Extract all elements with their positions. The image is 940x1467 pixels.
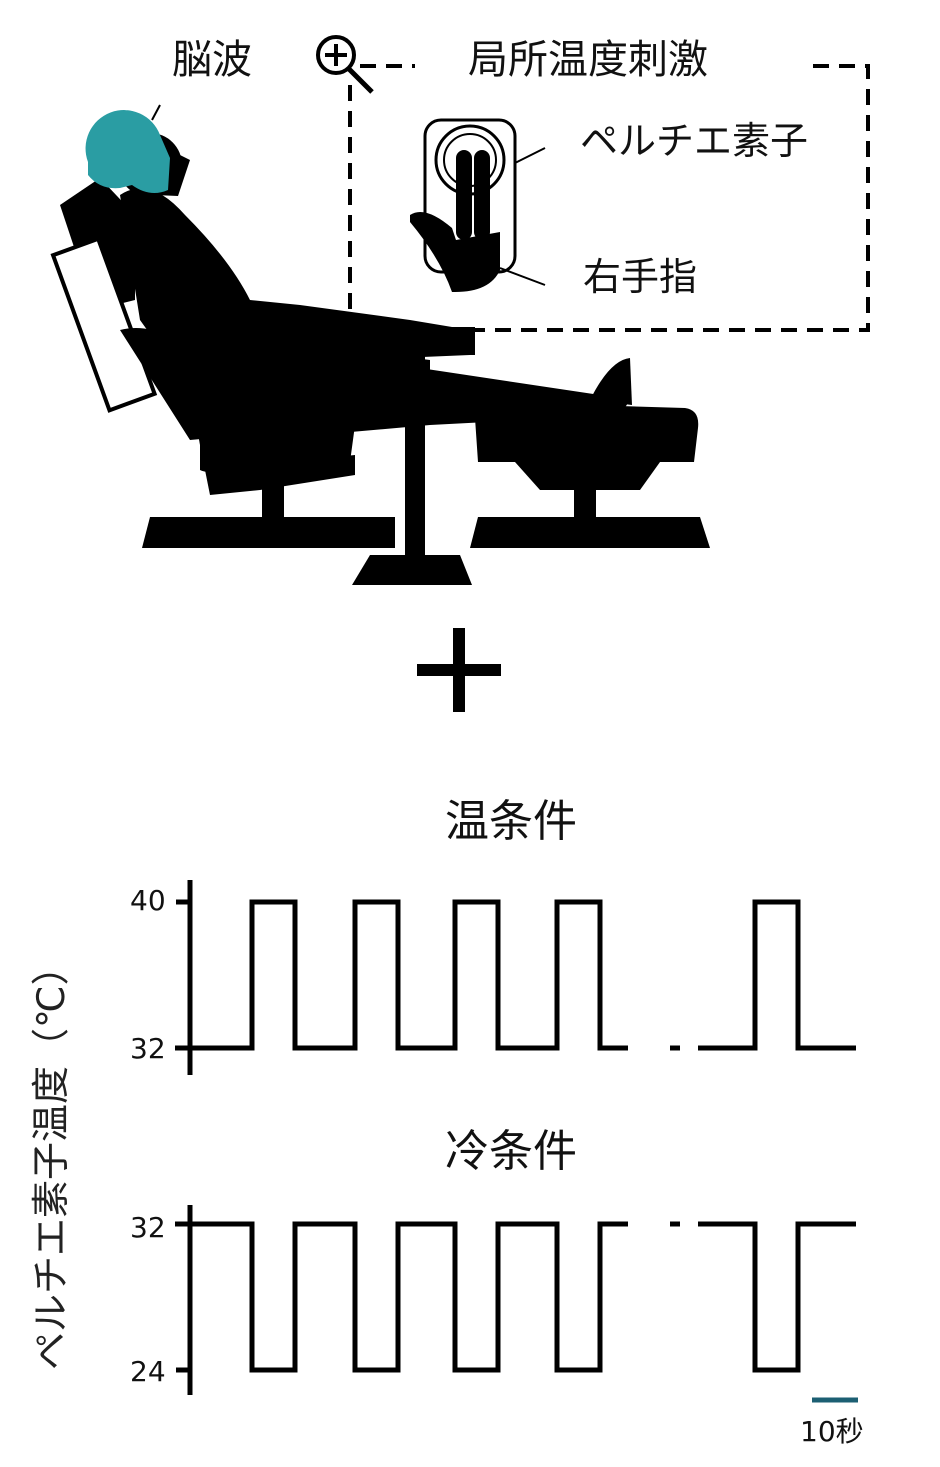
y-axis-label: ペルチエ素子温度（℃）	[29, 947, 73, 1370]
cold-condition-chart	[175, 1205, 856, 1395]
series-trace	[175, 1221, 628, 1373]
hand-silhouette	[410, 150, 546, 292]
warm-condition-chart	[175, 880, 856, 1075]
series-trace	[698, 1221, 856, 1373]
scale-bar-label: 10秒	[800, 1415, 864, 1448]
local-stim-label: 局所温度刺激	[468, 37, 708, 83]
finger-label: 右手指	[583, 255, 698, 299]
person-in-recliner	[50, 104, 710, 585]
stimulus-dashed-box	[348, 64, 870, 332]
series-trace	[698, 899, 856, 1051]
warm-tick-high: 40	[130, 884, 166, 917]
eeg-label: 脳波	[172, 37, 252, 83]
warm-tick-low: 32	[130, 1032, 166, 1065]
plus-circle-icon	[316, 35, 374, 94]
eeg-helmet	[85, 110, 170, 194]
cold-title: 冷条件	[445, 1126, 577, 1177]
cold-tick-high: 32	[130, 1211, 166, 1244]
cold-tick-low: 24	[130, 1355, 166, 1388]
peltier-label: ペルチエ素子	[580, 119, 809, 163]
warm-title: 温条件	[445, 796, 577, 847]
series-trace	[175, 899, 628, 1051]
plus-icon	[417, 628, 501, 712]
